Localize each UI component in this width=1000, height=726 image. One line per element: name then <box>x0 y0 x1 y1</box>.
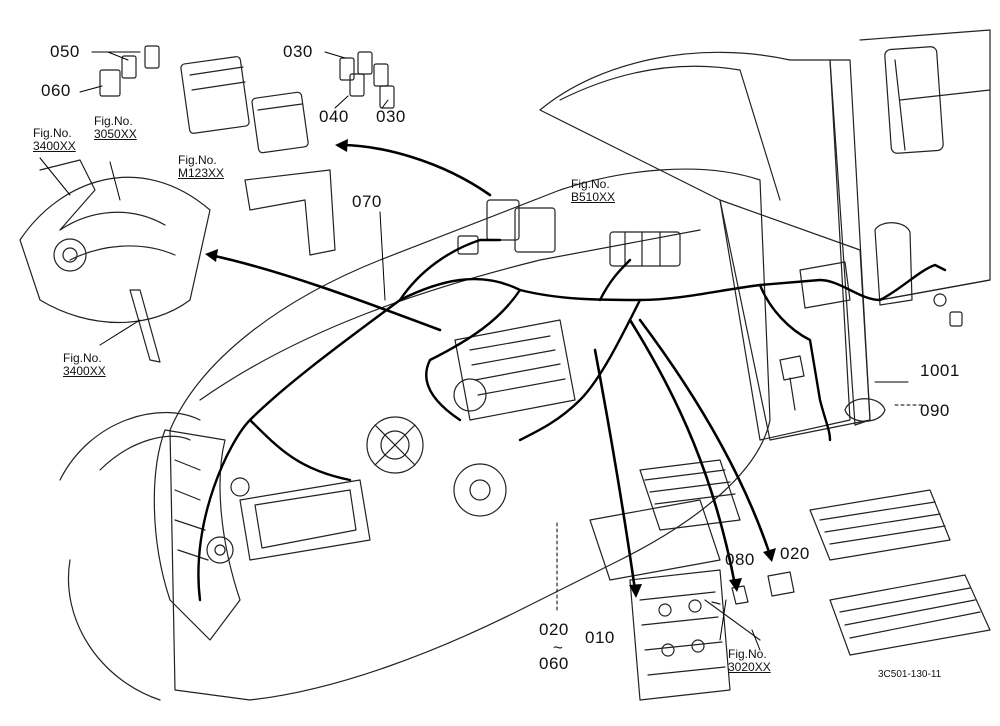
starter-motor <box>454 319 576 421</box>
fuse-060 <box>99 69 121 97</box>
door-switch <box>779 355 805 381</box>
part-080 <box>731 585 749 605</box>
fig-ref-m123: Fig.No. M123XX <box>178 154 224 180</box>
arrow-to-relay-bracket <box>338 143 492 197</box>
callout-040: 040 <box>319 107 349 126</box>
harness-branch-starter <box>425 288 522 422</box>
harness-branch-b510 <box>598 258 632 302</box>
fig-ref-3400-top: Fig.No. 3400XX <box>33 127 76 153</box>
fig-ref-prefix: Fig.No. <box>33 126 72 140</box>
valve-cover <box>19 176 211 323</box>
callout-080: 080 <box>725 550 755 569</box>
callout-020-range-start: 020 <box>539 620 569 639</box>
door-handle <box>874 222 913 306</box>
callout-090: 090 <box>920 401 950 420</box>
fig-ref-prefix: Fig.No. <box>63 351 102 365</box>
fig-ref-prefix: Fig.No. <box>178 153 217 167</box>
arrow-to-cylinder-head <box>593 348 637 592</box>
harness-main <box>197 277 882 602</box>
callout-050: 050 <box>50 42 80 61</box>
fig-ref-3020: Fig.No. 3020XX <box>728 648 771 674</box>
relay-030a <box>339 57 355 81</box>
fig-ref-number: B510XX <box>571 190 616 204</box>
relay-030b <box>357 51 373 75</box>
fig-ref-3400-bottom: Fig.No. 3400XX <box>63 352 106 378</box>
fig-ref-prefix: Fig.No. <box>728 647 767 661</box>
relay-block-small <box>251 91 309 154</box>
mirror <box>884 46 944 154</box>
callout-020-right: 020 <box>780 544 810 563</box>
callout-range-tilde: ~ <box>553 638 564 657</box>
arrow-to-valve-cover <box>208 253 442 332</box>
fig-ref-number: 3020XX <box>728 660 771 674</box>
harness-branch-cab <box>758 283 832 442</box>
harness-branch-top <box>398 238 502 302</box>
cylinder-head <box>629 569 731 701</box>
relay-030c <box>373 63 389 87</box>
callout-010: 010 <box>585 628 615 647</box>
fig-ref-b510: Fig.No. B510XX <box>571 178 615 204</box>
fig-ref-number: 3050XX <box>94 127 137 141</box>
part-020 <box>767 571 795 597</box>
round-grommet <box>844 398 886 422</box>
fig-ref-number: M123XX <box>178 166 225 180</box>
upper-step <box>809 489 951 561</box>
callout-060-range-end: 060 <box>539 654 569 673</box>
hood-outline <box>169 168 771 701</box>
arrow-to-part-020 <box>638 318 772 557</box>
relay-040 <box>349 73 365 97</box>
cab-frame <box>539 51 851 441</box>
harness-branch-front <box>248 418 352 482</box>
ac-compressor <box>453 463 507 517</box>
fig-ref-prefix: Fig.No. <box>94 114 133 128</box>
callout-070: 070 <box>352 192 382 211</box>
harness-branch-door <box>878 263 947 302</box>
front-wheel <box>59 412 201 701</box>
relay-block-large <box>180 56 250 134</box>
breather-pipe <box>39 159 96 231</box>
grounding-strap <box>704 599 761 641</box>
fig-ref-number: 3400XX <box>33 139 76 153</box>
work-light <box>799 261 851 309</box>
harness-branch-engine <box>518 298 642 442</box>
battery-box <box>589 499 721 581</box>
fig-ref-number: 3400XX <box>63 364 106 378</box>
headlight <box>239 479 371 561</box>
hood-top-line <box>199 229 701 401</box>
fig-ref-3050: Fig.No. 3050XX <box>94 115 137 141</box>
alternator <box>366 416 424 474</box>
callout-030-top: 030 <box>283 42 313 61</box>
callout-060: 060 <box>41 81 71 100</box>
hood-relay-b <box>514 207 556 253</box>
lower-step <box>829 574 991 656</box>
relay-030d <box>379 85 395 109</box>
cab-pillar <box>829 59 871 426</box>
b510-connector <box>609 231 681 267</box>
fig-ref-prefix: Fig.No. <box>571 177 610 191</box>
drawing-code: 3C501-130-11 <box>878 669 942 680</box>
callout-030-bottom: 030 <box>376 107 406 126</box>
arrow-to-part-080 <box>628 318 737 587</box>
horn <box>206 536 234 564</box>
relay-bracket <box>244 169 336 256</box>
hood-relay-a <box>486 199 520 241</box>
callout-1001: 1001 <box>920 361 960 380</box>
fuse-050a <box>144 45 160 69</box>
glow-plug <box>129 289 161 363</box>
front-grille <box>153 429 241 641</box>
fuse-050b <box>121 55 137 79</box>
